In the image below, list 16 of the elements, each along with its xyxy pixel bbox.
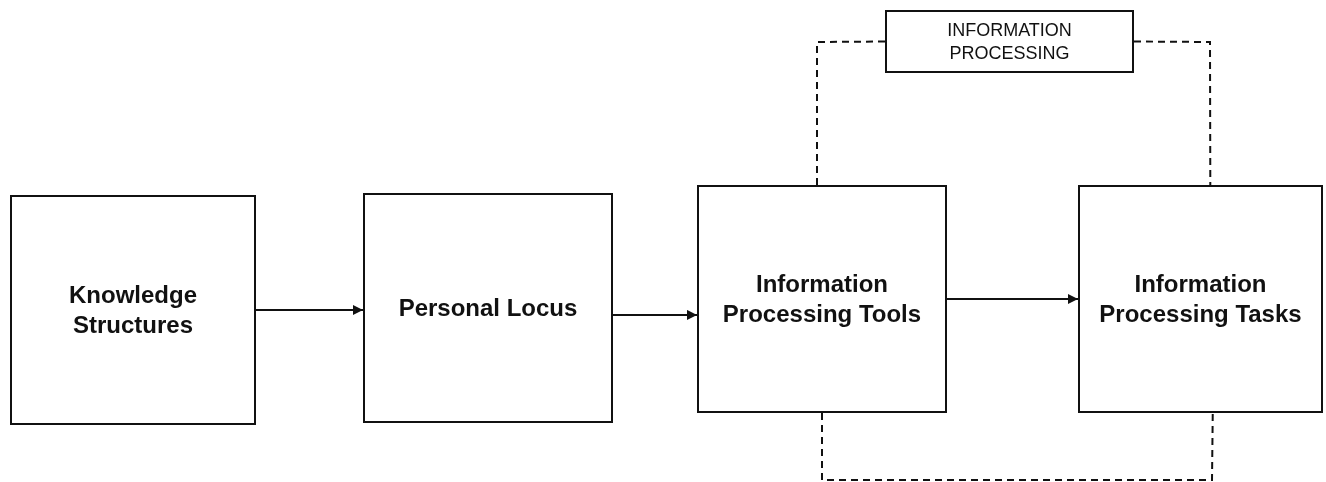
process-box [1078,185,1323,413]
box-label: Knowledge Structures [68,280,198,340]
dashed-connector [816,40,886,186]
process-box [363,193,613,423]
box-label: Personal Locus [397,293,579,323]
box-label: INFORMATION PROCESSING [946,19,1073,64]
arrow [612,309,698,320]
arrow [255,305,364,315]
box-label: Information Processing Tasks [1098,269,1303,329]
process-box [885,10,1134,73]
process-box [10,195,256,425]
dashed-connector [1133,40,1212,186]
process-box [697,185,947,413]
box-label: Information Processing Tools [721,269,923,329]
dashed-connector [821,412,1214,481]
arrow [946,294,1079,304]
